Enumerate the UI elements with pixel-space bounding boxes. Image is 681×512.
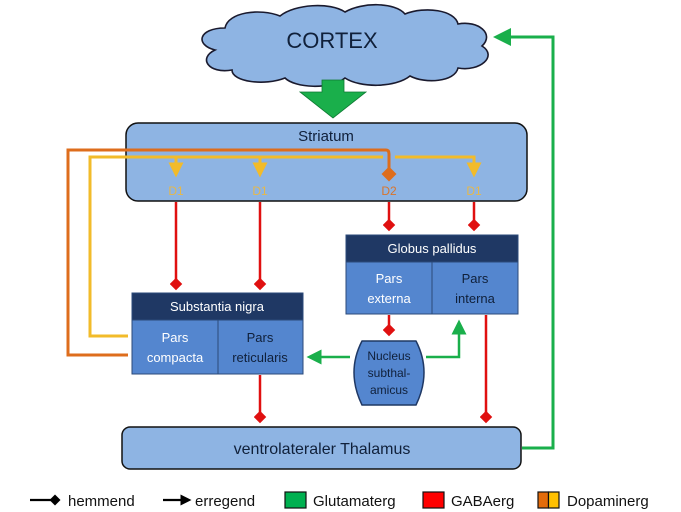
legend-label: Glutamaterg bbox=[313, 493, 396, 510]
substantia-nigra-node: Substantia nigra Pars compacta Pars reti… bbox=[131, 292, 304, 375]
sn-compacta-label: Pars bbox=[162, 330, 189, 345]
cortex-to-striatum-arrow bbox=[298, 79, 368, 119]
dopamine-d2-pathway bbox=[66, 148, 397, 357]
legend: hemmend erregend Glutamaterg GABAerg Dop… bbox=[30, 491, 649, 510]
legend-item-glutamaterg: Glutamaterg bbox=[284, 491, 396, 510]
glutamate-swatch-icon bbox=[284, 491, 307, 509]
thalamus-label: ventrolateraler Thalamus bbox=[234, 441, 411, 458]
striatum-node: Striatum bbox=[125, 122, 528, 202]
nucleus-subthalamicus-node: Nucleus subthal- amicus bbox=[353, 340, 425, 406]
gp-externa-label: Pars bbox=[376, 271, 403, 286]
thalamus-node: ventrolateraler Thalamus bbox=[121, 426, 522, 470]
legend-item-dopaminerg: Dopaminerg bbox=[537, 491, 649, 510]
receptor-label: D1 bbox=[252, 184, 268, 198]
legend-item-gabaerg: GABAerg bbox=[422, 491, 514, 510]
globus-pallidus-title: Globus pallidus bbox=[388, 241, 477, 256]
gp-externa-label: externa bbox=[367, 291, 411, 306]
legend-label: hemmend bbox=[68, 493, 135, 510]
legend-item-erregend: erregend bbox=[163, 493, 255, 510]
striatum-label: Striatum bbox=[298, 128, 354, 145]
dopamine-d1-swatch-icon bbox=[547, 491, 560, 509]
legend-item-hemmend: hemmend bbox=[30, 493, 135, 510]
stn-label: subthal- bbox=[368, 366, 411, 380]
stn-to-gpi-glutamate bbox=[426, 319, 467, 359]
thalamus-to-cortex-glutamate bbox=[493, 28, 555, 450]
dopamine-d2-swatch-icon bbox=[537, 491, 550, 509]
receptor-label: D1 bbox=[168, 184, 184, 198]
receptor-label: D1 bbox=[466, 184, 482, 198]
cortex-label: CORTEX bbox=[286, 28, 378, 53]
globus-pallidus-node: Globus pallidus Pars externa Pars intern… bbox=[345, 234, 519, 315]
gp-interna-label: Pars bbox=[462, 271, 489, 286]
sn-compacta-label: compacta bbox=[147, 350, 204, 365]
stn-label: Nucleus bbox=[367, 349, 410, 363]
receptor-label: D2 bbox=[381, 184, 397, 198]
substantia-nigra-title: Substantia nigra bbox=[170, 299, 265, 314]
cortex-node: CORTEX bbox=[201, 3, 489, 88]
sn-reticularis-label: Pars bbox=[247, 330, 274, 345]
sn-reticularis-label: reticularis bbox=[232, 350, 288, 365]
gaba-swatch-icon bbox=[422, 491, 445, 509]
legend-label: GABAerg bbox=[451, 493, 514, 510]
legend-label: erregend bbox=[195, 493, 255, 510]
stn-label: amicus bbox=[370, 383, 408, 397]
legend-label: Dopaminerg bbox=[567, 493, 649, 510]
gp-interna-label: interna bbox=[455, 291, 496, 306]
